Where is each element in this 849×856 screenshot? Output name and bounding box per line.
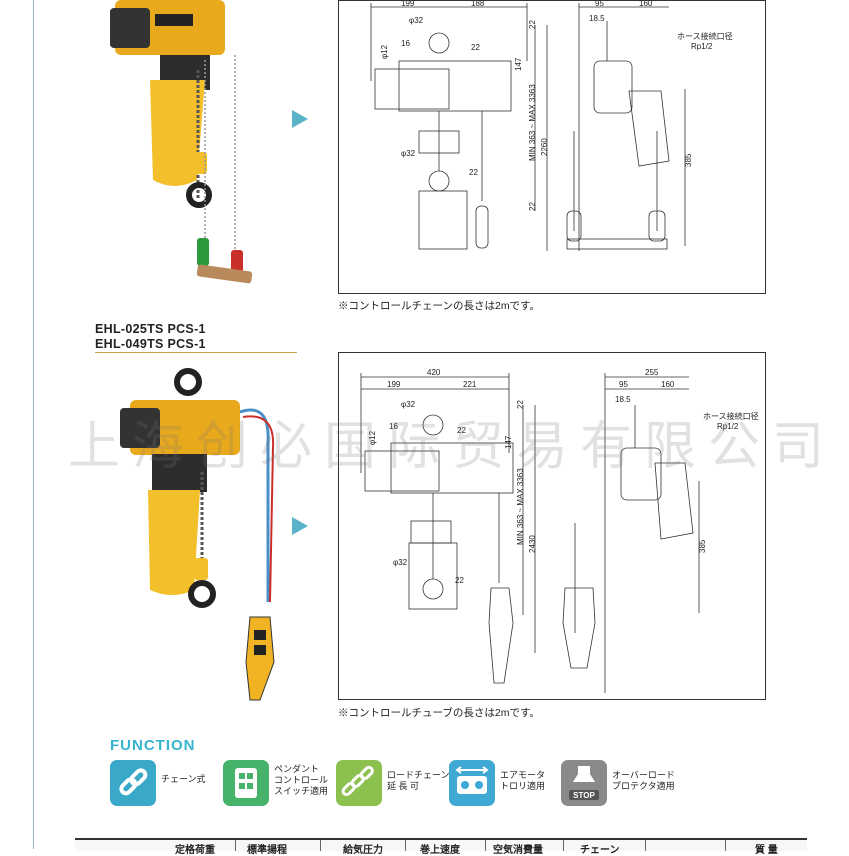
model-name-1: EHL-025TS PCS-1 xyxy=(95,322,206,336)
function-title: FUNCTION xyxy=(110,737,196,754)
dim-2430: 2430 xyxy=(528,535,537,553)
th-separator xyxy=(725,840,726,851)
pendant-switch xyxy=(245,616,275,701)
green-grip xyxy=(197,238,209,266)
hook-frame xyxy=(152,454,207,492)
fn-overload-label-1: オーバーロード xyxy=(612,770,675,780)
dim-22-upper: 22 xyxy=(471,43,480,52)
pendant-button-up xyxy=(254,630,266,640)
dim-95: 95 xyxy=(595,1,604,8)
th-separator xyxy=(405,840,406,851)
wooden-handle xyxy=(196,264,253,284)
hose-label: ホース接続口径 xyxy=(677,31,733,41)
spec-table-header: 定格荷重 標準揚程 給気圧力 巻上速度 空気消費量 チェーン 質 量 xyxy=(75,838,807,856)
dim-range: MIN 363 ~ MAX 3363 xyxy=(528,84,537,161)
dim-221: 221 xyxy=(463,380,477,389)
hook-block xyxy=(193,152,207,174)
dim-255: 255 xyxy=(645,368,659,377)
chain-icon xyxy=(110,760,156,806)
bottom-hook xyxy=(186,182,212,208)
hoist-photo-chain xyxy=(110,0,253,284)
dim-22-upper: 22 xyxy=(457,426,466,435)
chain-bag xyxy=(148,490,200,595)
hose-label: ホース接続口径 xyxy=(703,411,759,421)
dim-phi32-lower: φ32 xyxy=(401,149,416,158)
dim-22-lower: 22 xyxy=(455,576,464,585)
dim-22-top-vertical: 22 xyxy=(528,20,537,29)
dim-199: 199 xyxy=(401,1,415,8)
chain-bag xyxy=(150,80,205,186)
fn-overload-label-2: プロテクタ適用 xyxy=(612,781,675,791)
pendant-switch-icon xyxy=(223,760,269,806)
fn-load-chain-label-1: ロードチェーン xyxy=(387,770,450,780)
dim-95: 95 xyxy=(619,380,628,389)
dim-420: 420 xyxy=(427,368,441,377)
dim-phi32-lower: φ32 xyxy=(393,558,408,567)
control-chain-note: ※コントロールチェーンの長さは2mです。 xyxy=(338,300,541,312)
hoist-photo-pendant xyxy=(120,368,275,701)
bottom-hook xyxy=(188,580,216,608)
dim-22-bottom-vertical: 22 xyxy=(528,202,537,211)
dim-phi32-upper: φ32 xyxy=(409,16,424,25)
hose-rp: Rp1/2 xyxy=(717,422,739,431)
dim-phi12: φ12 xyxy=(368,430,377,445)
air-hose-blue xyxy=(239,408,270,602)
hose-rp: Rp1/2 xyxy=(691,42,713,51)
th-separator xyxy=(563,840,564,851)
drawing-box-bottom: 420 199 221 255 95 160 18.5 φ32 16 22 φ3… xyxy=(338,352,766,700)
fn-pendant-label-1: ペンダント xyxy=(274,764,320,774)
dim-147: 147 xyxy=(514,57,523,71)
dimension-drawing-top: 199 188 95 160 18.5 φ32 16 22 φ32 22 ホース… xyxy=(370,0,733,251)
page-margin-line xyxy=(33,0,34,849)
dim-188: 188 xyxy=(471,1,485,8)
dim-160: 160 xyxy=(639,1,653,8)
dim-22-lower: 22 xyxy=(469,168,478,177)
pointer-arrow-top xyxy=(292,110,308,128)
control-tube-note: ※コントロールチューブの長さは2mです。 xyxy=(338,707,540,719)
dim-385: 385 xyxy=(698,539,707,553)
company-watermark: 上海创必国际贸易有限公司 xyxy=(68,417,837,477)
fn-chain-label-1: チェーン式 xyxy=(161,774,206,784)
th-separator xyxy=(485,840,486,851)
dim-phi32-upper: φ32 xyxy=(401,400,416,409)
fn-pendant-label-2: コントロール xyxy=(274,775,329,785)
stop-badge: STOP xyxy=(573,791,595,800)
dim-2260: 2260 xyxy=(540,138,549,156)
fn-trolley-label-2: トロリ適用 xyxy=(500,781,546,791)
nameplate xyxy=(155,14,193,26)
fn-load-chain-label-2: 延 長 可 xyxy=(387,781,420,791)
dim-147: 147 xyxy=(504,435,513,449)
fn-trolley-label-1: エアモータ xyxy=(500,770,546,780)
dim-range: MIN 363 ~ MAX 3363 xyxy=(516,468,525,545)
fn-pendant-label-3: スイッチ適用 xyxy=(274,786,329,796)
motor-housing xyxy=(110,8,150,48)
dim-16: 16 xyxy=(401,39,410,48)
dim-385: 385 xyxy=(684,153,693,167)
air-hose-red xyxy=(242,415,275,603)
th-separator xyxy=(645,840,646,851)
dim-22-top-vertical: 22 xyxy=(516,400,525,409)
dim-199: 199 xyxy=(387,380,401,389)
th-separator xyxy=(320,840,321,851)
drawing-box-top: 199 188 95 160 18.5 φ32 16 22 φ32 22 ホース… xyxy=(338,0,766,294)
model-underline xyxy=(95,352,297,353)
dim-phi12: φ12 xyxy=(380,44,389,59)
pointer-arrow-bottom xyxy=(292,517,308,535)
load-chain-extension-icon xyxy=(336,760,382,806)
motor-housing xyxy=(120,408,160,448)
overload-protector-icon: STOP xyxy=(561,760,607,806)
top-hook xyxy=(174,368,202,396)
dim-160: 160 xyxy=(661,380,675,389)
dimension-drawing-bottom: 420 199 221 255 95 160 18.5 φ32 16 22 φ3… xyxy=(360,368,759,693)
model-name-2: EHL-049TS PCS-1 xyxy=(95,337,206,351)
th-separator xyxy=(235,840,236,851)
pendant-button-down xyxy=(254,645,266,655)
air-motor-trolley-icon xyxy=(449,760,495,806)
dim-18-5: 18.5 xyxy=(615,395,631,404)
hook-block xyxy=(194,558,208,580)
dim-18-5: 18.5 xyxy=(589,14,605,23)
dim-16: 16 xyxy=(389,422,398,431)
